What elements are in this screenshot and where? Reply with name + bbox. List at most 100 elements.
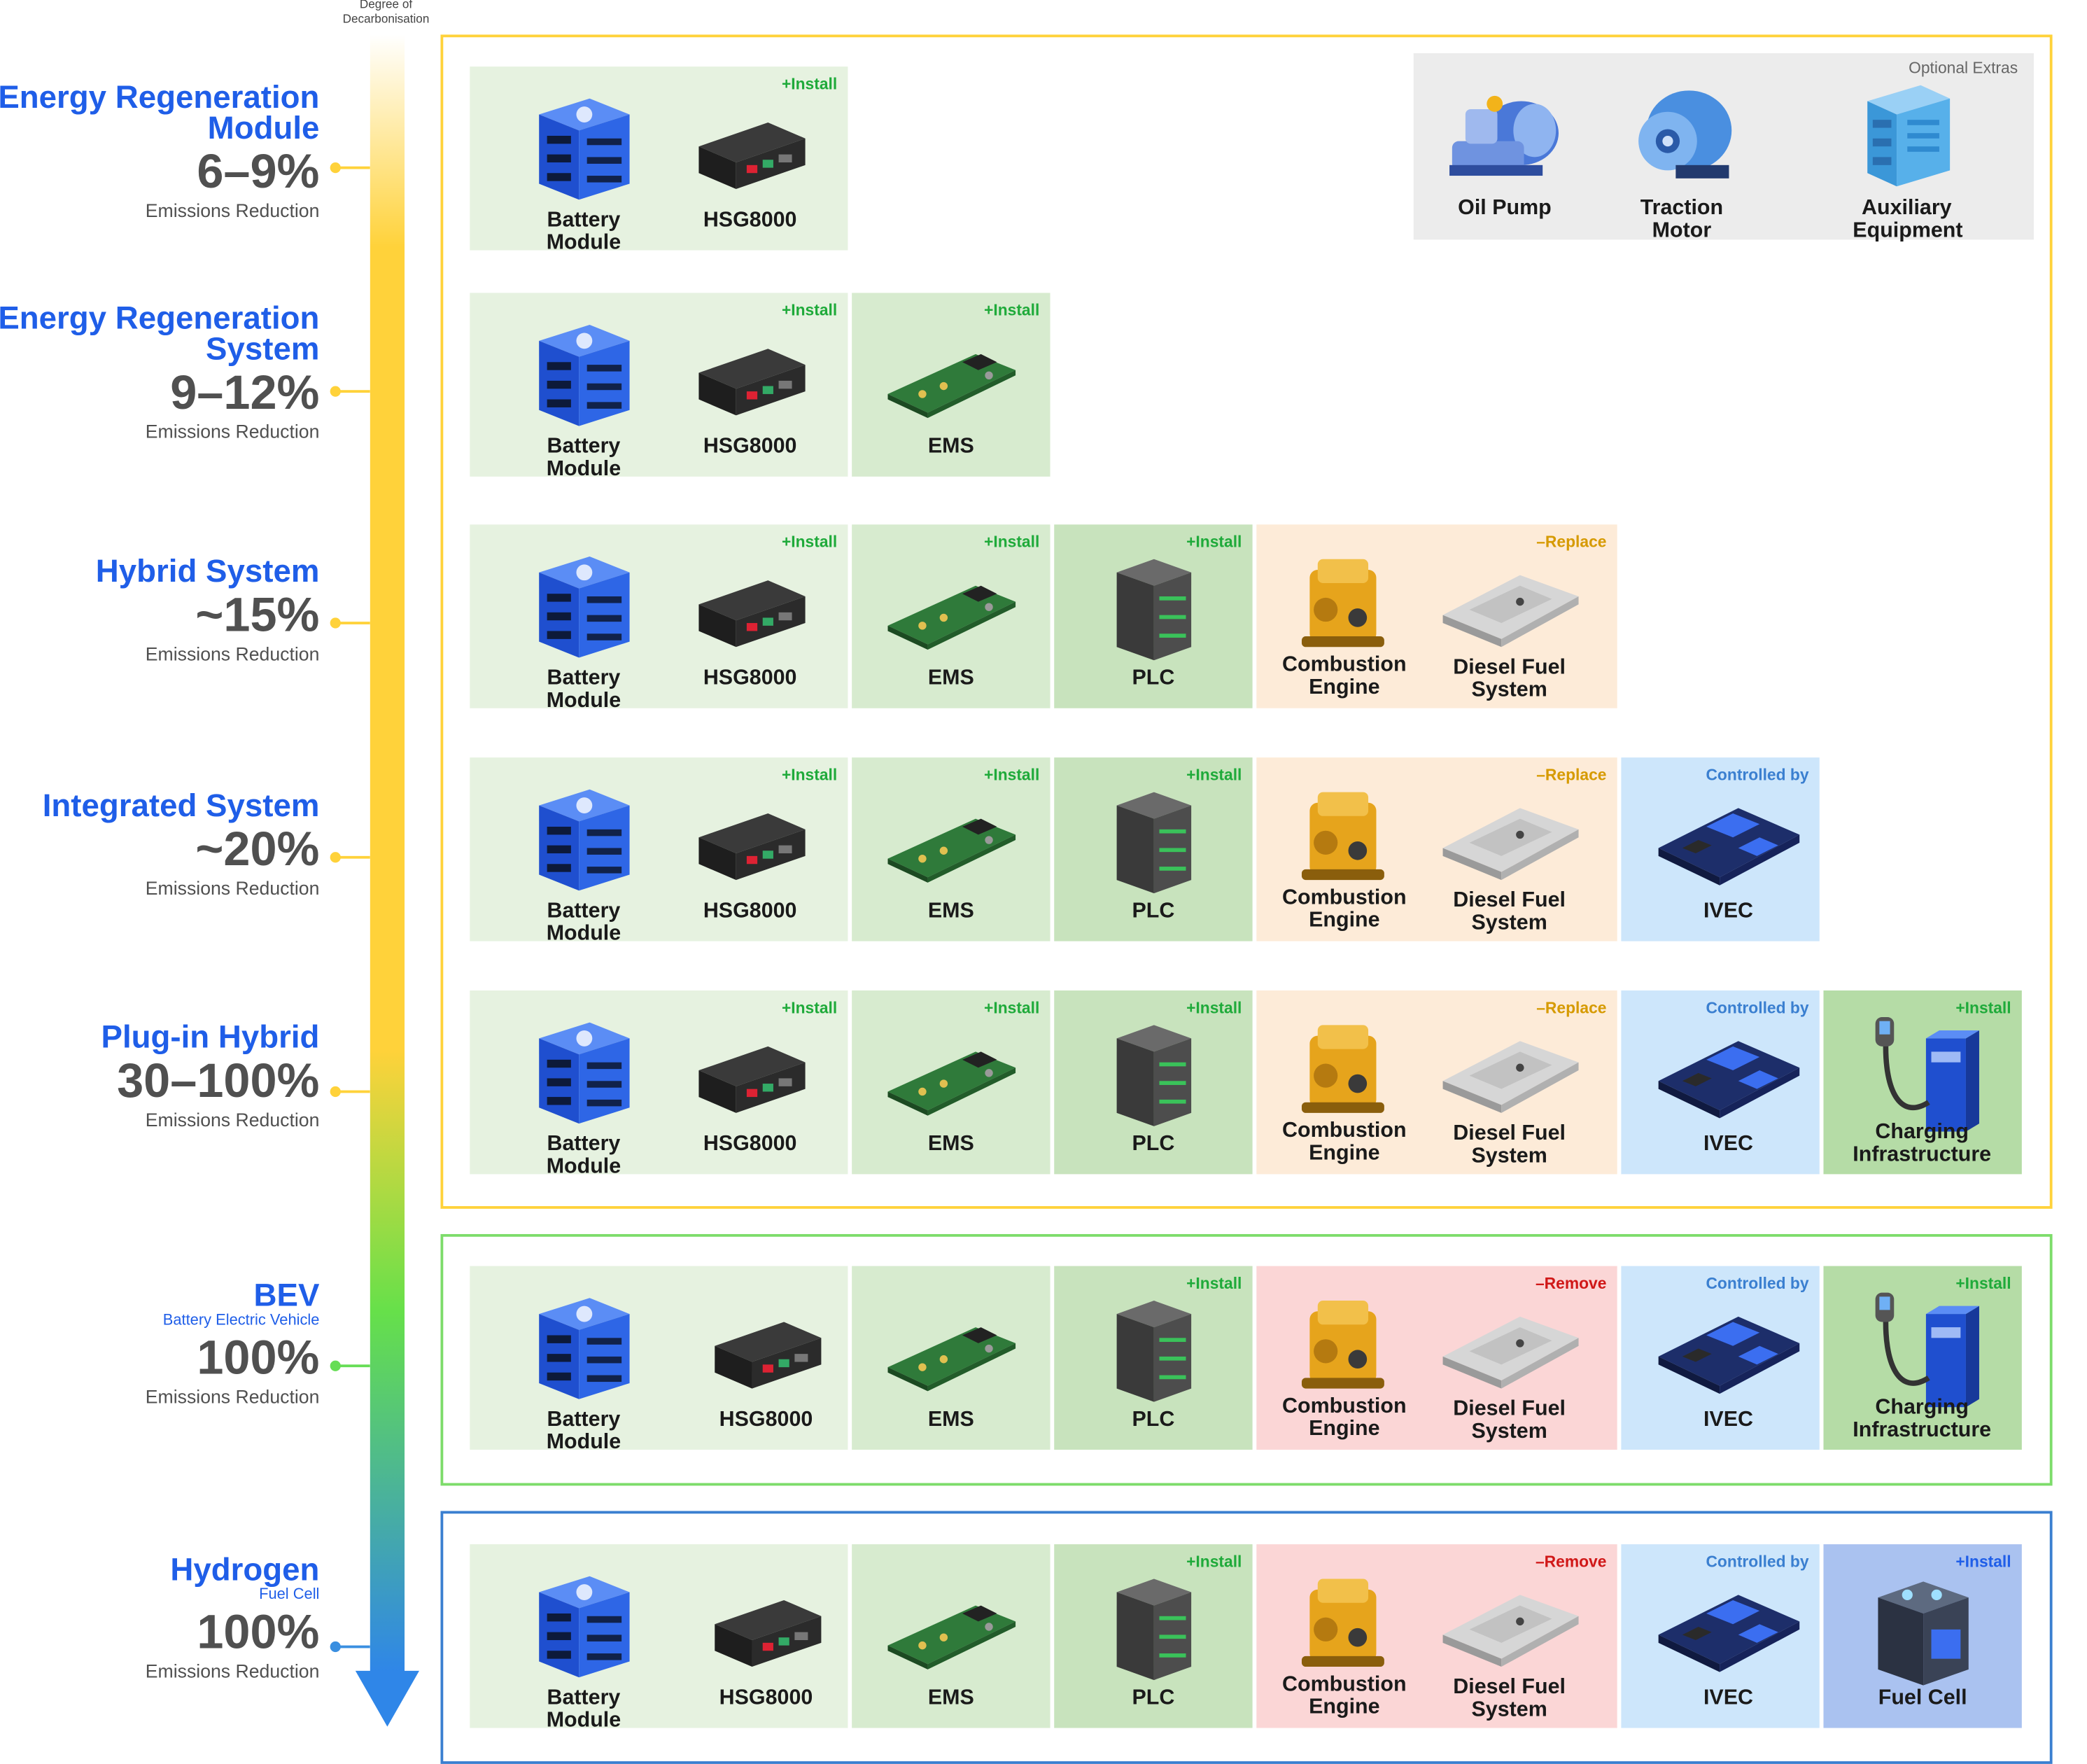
- level-dot: [330, 852, 341, 863]
- component-label: Battery Module: [546, 1408, 621, 1454]
- component-label: Diesel Fuel System: [1453, 889, 1566, 935]
- cell-battery-hsg: +Install Battery Module HSG8000: [470, 990, 848, 1178]
- ems-board-icon: [887, 1051, 1016, 1116]
- cell-badge: Controlled by: [1706, 1552, 1809, 1572]
- cell-badge: Controlled by: [1706, 765, 1809, 785]
- hsg8000-icon: [714, 1322, 821, 1389]
- diesel-fuel-tank-icon: [1442, 808, 1578, 881]
- cell-badge: –Replace: [1536, 998, 1607, 1017]
- level-caption: Emissions Reduction: [145, 877, 320, 899]
- level-connector: [335, 1364, 370, 1368]
- component-label: HSG8000: [703, 1133, 797, 1156]
- component-label: Charging Infrastructure: [1853, 1396, 1992, 1442]
- level-dot: [330, 162, 341, 174]
- component-label: Diesel Fuel System: [1453, 656, 1566, 702]
- level-title: Hydrogen: [170, 1552, 320, 1588]
- level-title: BEV: [253, 1278, 320, 1315]
- diesel-fuel-tank-icon: [1442, 575, 1578, 648]
- component-item: EMS: [887, 990, 1016, 1174]
- cell-ems: +Install EMS: [852, 757, 1050, 941]
- hsg8000-icon: [698, 349, 805, 416]
- component-item: EMS: [887, 524, 1016, 708]
- cell-badge: +Install: [781, 765, 838, 785]
- component-item: Diesel Fuel System: [1442, 757, 1578, 941]
- battery-module-icon: [538, 556, 629, 658]
- group-frame: [440, 1511, 2053, 1764]
- cell-badge: +Install: [1186, 998, 1242, 1017]
- component-label: HSG8000: [719, 1408, 813, 1432]
- level-title: Energy Regeneration System: [0, 300, 320, 368]
- component-item: Battery Module: [538, 990, 629, 1178]
- level-title: Integrated System: [42, 788, 320, 825]
- level-block: Integrated System~20%Emissions Reduction: [0, 788, 320, 899]
- component-label: Battery Module: [546, 1686, 621, 1732]
- cell-badge: +Install: [781, 998, 838, 1017]
- component-item: Diesel Fuel System: [1442, 524, 1578, 708]
- extra-label: Oil Pump: [1458, 197, 1552, 220]
- combustion-engine-icon: [1301, 1301, 1384, 1389]
- component-label: EMS: [927, 899, 974, 923]
- battery-module-icon: [538, 1298, 629, 1399]
- level-dot: [330, 1641, 341, 1653]
- component-label: IVEC: [1703, 1686, 1753, 1709]
- cell-ems: +Install EMS: [852, 990, 1050, 1175]
- cell-battery-hsg: Battery Module HSG8000: [470, 1544, 848, 1732]
- component-label: Fuel Cell: [1878, 1686, 1967, 1709]
- component-label: Battery Module: [546, 666, 621, 713]
- component-label: Battery Module: [546, 1133, 621, 1179]
- level-title: Hybrid System: [95, 554, 320, 590]
- component-item: Battery Module: [538, 524, 629, 712]
- level-percentage: 100%: [197, 1329, 320, 1385]
- component-label: Charging Infrastructure: [1853, 1121, 1992, 1166]
- cell-badge: +Install: [984, 765, 1040, 785]
- fuel-cell-icon: [1877, 1581, 1968, 1686]
- component-item: IVEC: [1657, 1544, 1799, 1728]
- extra-traction-motor: Traction Motor: [1638, 53, 1731, 242]
- diesel-fuel-tank-icon: [1442, 1595, 1578, 1667]
- hsg8000-icon: [698, 122, 805, 190]
- level-caption: Emissions Reduction: [145, 200, 320, 221]
- cell-badge: –Replace: [1536, 532, 1607, 552]
- component-label: EMS: [927, 1133, 974, 1156]
- combustion-engine-icon: [1301, 1025, 1384, 1113]
- level-dot: [330, 1360, 341, 1371]
- level-title: Energy Regeneration Module: [0, 80, 320, 147]
- extra-auxiliary-equipment: Auxiliary Equipment: [1853, 53, 1963, 242]
- cell-badge: +Install: [1186, 1552, 1242, 1572]
- cell-ivec: Controlled by IVEC: [1621, 1266, 1820, 1450]
- level-connector: [335, 622, 370, 624]
- combustion-engine-icon: [1301, 1578, 1384, 1667]
- component-item: Battery Module: [538, 1266, 629, 1454]
- cell-badge: +Install: [781, 74, 838, 94]
- cell-plc: +Install PLC: [1054, 1544, 1253, 1728]
- component-label: EMS: [927, 1686, 974, 1709]
- level-caption: Emissions Reduction: [145, 1109, 320, 1130]
- ivec-controller-icon: [1657, 1595, 1799, 1672]
- cell-badge: +Install: [1186, 765, 1242, 785]
- extra-label: Auxiliary Equipment: [1853, 197, 1963, 243]
- component-item: EMS: [887, 757, 1016, 941]
- level-caption: Emissions Reduction: [145, 420, 320, 442]
- component-label: Combustion Engine: [1282, 886, 1407, 932]
- component-item: Combustion Engine: [1282, 1544, 1407, 1728]
- component-item: Battery Module: [538, 1544, 629, 1732]
- cell-badge: Controlled by: [1706, 998, 1809, 1017]
- component-label: EMS: [927, 435, 974, 458]
- cell-badge: +Install: [1955, 1274, 2011, 1293]
- component-item: PLC: [1116, 524, 1191, 708]
- component-item: Combustion Engine: [1282, 990, 1407, 1174]
- hsg8000-icon: [698, 813, 805, 881]
- component-item: EMS: [887, 293, 1016, 476]
- hsg8000-icon: [714, 1600, 821, 1667]
- component-item: Combustion Engine: [1282, 1266, 1407, 1450]
- combustion-engine-icon: [1301, 792, 1384, 881]
- cell-badge: +Install: [1186, 532, 1242, 552]
- component-item: PLC: [1116, 1266, 1191, 1450]
- cell-badge: +Install: [781, 300, 838, 320]
- cell-charging: +Install Charging Infrastructure: [1823, 1266, 2022, 1450]
- hsg8000-icon: [698, 1046, 805, 1113]
- cell-engine: –Replace Combustion Engine Diesel Fuel S…: [1256, 524, 1617, 708]
